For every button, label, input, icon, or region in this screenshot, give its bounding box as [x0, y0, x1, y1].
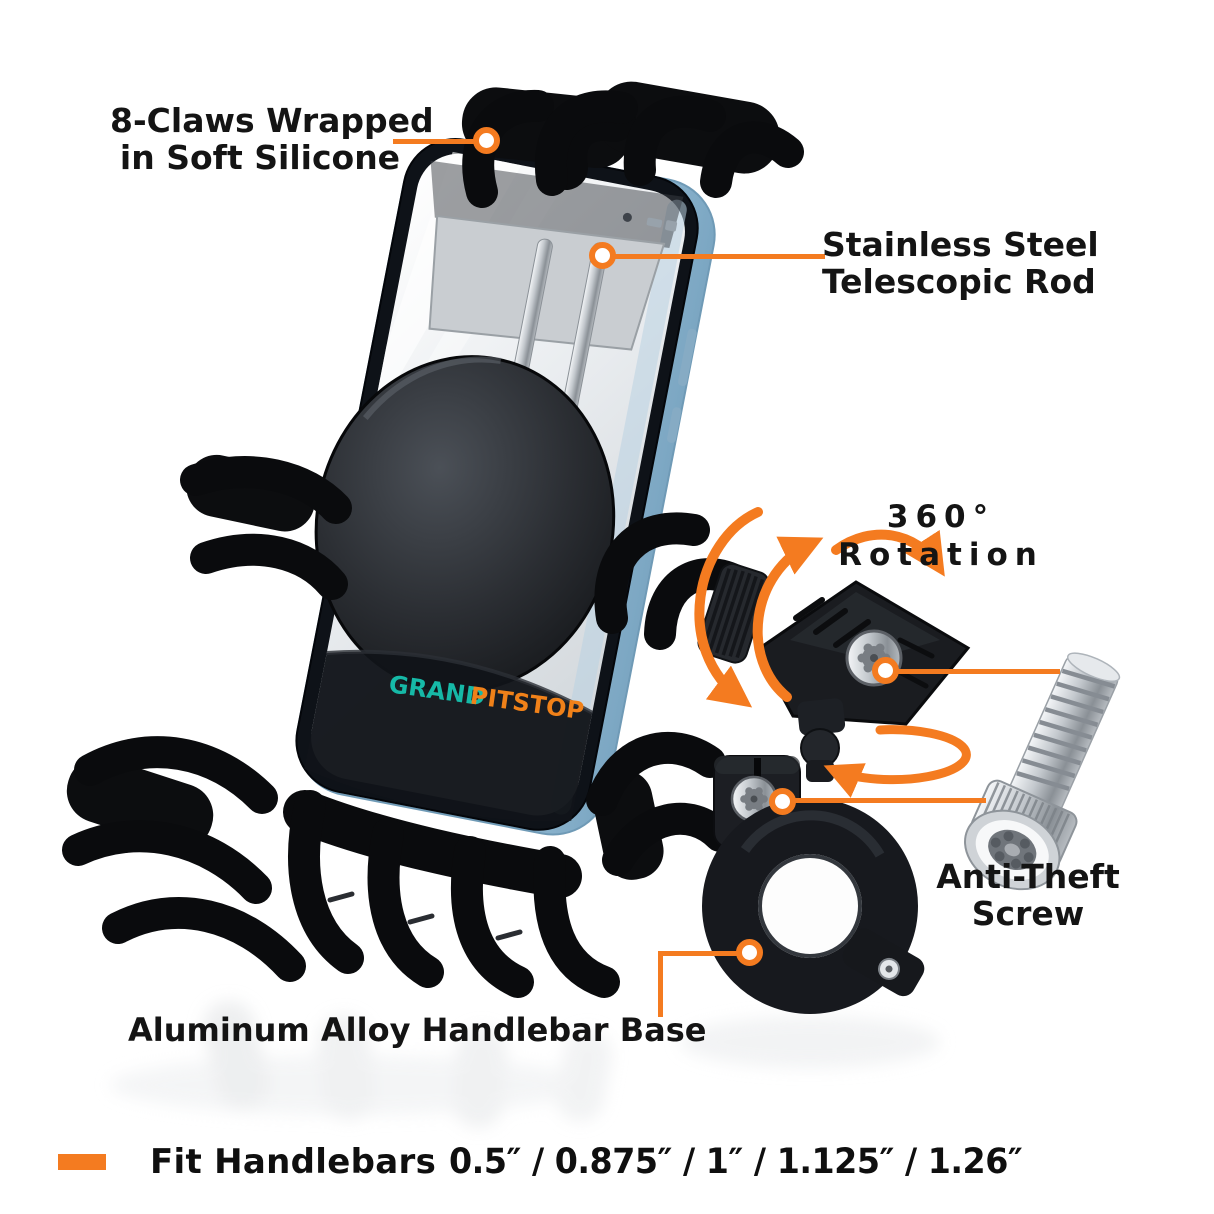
footer: Fit Handlebars 0.5″ / 0.875″ / 1″ / 1.12…	[58, 1142, 1053, 1182]
battery-icon	[665, 220, 678, 232]
front-camera-dot	[622, 212, 632, 222]
leader-line-rod	[615, 254, 825, 259]
callout-rod: Stainless Steel Telescopic Rod	[822, 225, 1099, 301]
footer-sizes: 0.5″ / 0.875″ / 1″ / 1.125″ / 1.26″	[449, 1142, 1023, 1182]
reflection	[110, 1000, 940, 1128]
callout-marker-clamp-screw	[769, 788, 796, 815]
mount-arm	[755, 580, 971, 726]
leader-line-base-h	[658, 951, 740, 956]
clamp-ring	[702, 798, 918, 1014]
leader-line-claws	[393, 139, 475, 144]
callout-base-line1: Aluminum Alloy Handlebar Base	[128, 1011, 707, 1049]
callout-claws: 8-Claws Wrapped in Soft Silicone	[110, 101, 434, 177]
claws-left-low	[62, 736, 306, 982]
callout-rotation-line1: 360°	[886, 499, 996, 535]
callout-marker-base	[736, 939, 763, 966]
phone-in-mount	[295, 138, 716, 836]
callout-marker-claws	[473, 127, 500, 154]
leader-line-arm-screw	[898, 669, 1060, 674]
footer-label: Fit Handlebars	[150, 1142, 437, 1182]
callout-marker-rod	[589, 242, 616, 269]
footer-text: Fit Handlebars 0.5″ / 0.875″ / 1″ / 1.12…	[150, 1142, 1053, 1182]
rotation-arrows	[694, 507, 971, 798]
glass-edge-tint	[551, 199, 687, 815]
anti-theft-screw	[964, 652, 1121, 891]
claws-left-mid	[180, 454, 352, 600]
callout-antitheft-line2: Screw	[971, 894, 1085, 933]
side-button-2	[666, 407, 682, 443]
leader-line-clamp-screw	[794, 798, 986, 803]
callout-marker-arm-screw	[872, 657, 899, 684]
claws-bottom	[283, 790, 620, 998]
callout-rotation: 360° Rotation	[806, 498, 1076, 574]
callout-antitheft: Anti-Theft Screw	[900, 858, 1156, 932]
handlebar-clamp	[702, 755, 925, 1014]
band-edge	[326, 649, 594, 715]
footer-accent-bar	[58, 1154, 106, 1170]
leader-line-base-v	[658, 951, 663, 1017]
callout-base: Aluminum Alloy Handlebar Base	[128, 1011, 707, 1049]
callout-claws-line1: 8-Claws Wrapped	[110, 101, 434, 140]
mount-bottom-band	[304, 651, 593, 822]
callout-rod-line2: Telescopic Rod	[822, 262, 1096, 301]
claws-top	[461, 81, 804, 208]
claws-right	[586, 512, 754, 880]
disc-highlight	[362, 356, 502, 420]
callout-rod-line1: Stainless Steel	[822, 225, 1099, 264]
callout-claws-line2: in Soft Silicone	[119, 138, 401, 177]
status-icons	[646, 217, 663, 228]
knurled-knob	[697, 562, 770, 664]
callout-rotation-line2: Rotation	[838, 537, 1044, 573]
side-button	[678, 328, 697, 387]
callout-antitheft-line1: Anti-Theft	[936, 857, 1120, 896]
